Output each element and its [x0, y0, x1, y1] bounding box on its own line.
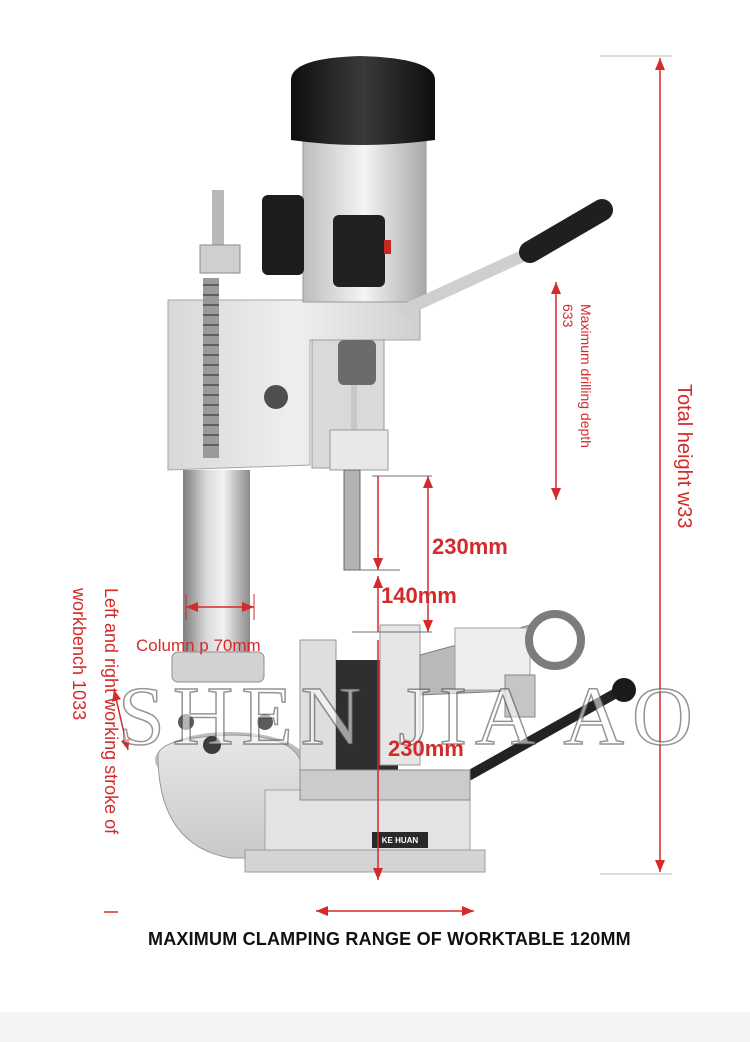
- brand-plate: KE HUAN: [374, 834, 426, 848]
- max-drilling-depth-label: Maximum drilling depth: [578, 304, 594, 448]
- brand-label: KE HUAN: [381, 836, 419, 845]
- stroke-label-line2: workbench 1033: [69, 588, 89, 721]
- dim-230mm-lower-label: 230mm: [388, 736, 464, 761]
- dim-230mm-upper-label: 230mm: [432, 534, 508, 559]
- feed-lever: [399, 199, 613, 316]
- worktable: [299, 610, 636, 848]
- bottom-band: [0, 1012, 750, 1042]
- chisel-bit: [343, 469, 361, 571]
- clamping-range-caption: MAXIMUM CLAMPING RANGE OF WORKTABLE 120M…: [148, 929, 631, 949]
- dim-140mm-label: 140mm: [381, 583, 457, 608]
- watermark-text: SHEN JIA AO: [117, 669, 701, 764]
- column: [171, 470, 265, 683]
- max-drilling-depth-value: 633: [560, 304, 576, 328]
- return-spring: [199, 190, 241, 458]
- motor: [262, 56, 435, 303]
- dimension-lines: [104, 55, 672, 916]
- total-height-label: Total height w33: [673, 384, 695, 529]
- stroke-label-line1: Left and right working stroke of: [101, 588, 121, 835]
- column-diameter-label: Column p 70mm: [136, 636, 261, 655]
- head-casting: [167, 299, 421, 471]
